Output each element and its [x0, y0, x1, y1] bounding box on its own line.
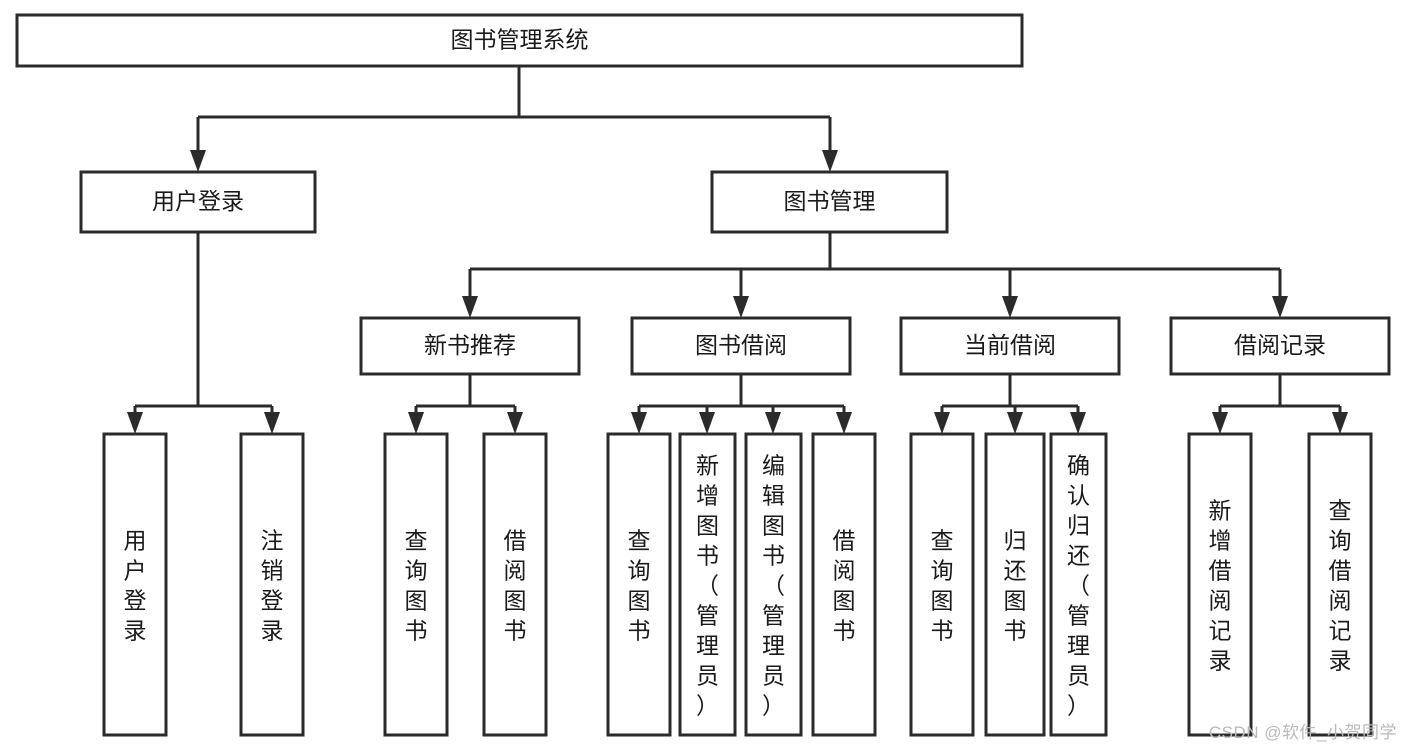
arrow-head-icon: [934, 412, 950, 434]
node-leaf-用户登录[interactable]: 用户登录: [102, 432, 168, 737]
node-label: 注销登录: [261, 528, 284, 644]
node-label: 归还图书: [1004, 528, 1027, 644]
node-box[interactable]: [899, 316, 1121, 376]
node-label: 图书管理系统: [451, 27, 589, 53]
node-label: 编辑图书（管理员）: [762, 453, 785, 719]
node-label: 查询图书: [628, 528, 651, 644]
node-box[interactable]: [79, 170, 317, 234]
arrow-head-icon: [462, 296, 478, 318]
node-label: 查询图书: [931, 528, 954, 644]
node-box[interactable]: [1169, 316, 1391, 376]
arrow-head-icon: [190, 150, 206, 172]
node-box[interactable]: [630, 316, 852, 376]
arrow-head-icon: [127, 412, 143, 434]
node-box[interactable]: [1049, 432, 1108, 737]
node-box[interactable]: [102, 432, 168, 737]
node-box[interactable]: [984, 432, 1046, 737]
node-l3-借阅记录[interactable]: 借阅记录: [1169, 316, 1391, 376]
node-box[interactable]: [383, 432, 449, 737]
node-label: 新增借阅记录: [1209, 498, 1232, 674]
node-box[interactable]: [678, 432, 737, 737]
arrow-head-icon: [836, 412, 852, 434]
node-box[interactable]: [359, 316, 581, 376]
arrow-head-icon: [408, 412, 424, 434]
node-box[interactable]: [482, 432, 548, 737]
node-leaf-注销登录[interactable]: 注销登录: [239, 432, 305, 737]
node-l2-用户登录[interactable]: 用户登录: [79, 170, 317, 234]
node-label: 借阅图书: [504, 528, 527, 644]
nodes-layer: 图书管理系统用户登录图书管理新书推荐图书借阅当前借阅借阅记录用户登录注销登录查询…: [15, 13, 1391, 737]
node-leaf-查询图书[interactable]: 查询图书: [383, 432, 449, 737]
node-l3-新书推荐[interactable]: 新书推荐: [359, 316, 581, 376]
arrow-head-icon: [765, 412, 781, 434]
arrow-head-icon: [1070, 412, 1086, 434]
node-label: 借阅图书: [833, 528, 856, 644]
node-label: 用户登录: [124, 528, 147, 644]
node-box[interactable]: [744, 432, 803, 737]
arrow-head-icon: [699, 412, 715, 434]
arrow-head-icon: [733, 296, 749, 318]
node-label: 用户登录: [152, 188, 244, 214]
node-leaf-查询图书[interactable]: 查询图书: [606, 432, 672, 737]
arrow-head-icon: [1007, 412, 1023, 434]
node-leaf-编辑图书管理员[interactable]: 编辑图书（管理员）: [744, 432, 803, 737]
node-leaf-新增图书管理员[interactable]: 新增图书（管理员）: [678, 432, 737, 737]
node-box[interactable]: [1187, 432, 1253, 737]
node-label: 借阅记录: [1234, 332, 1326, 358]
arrow-head-icon: [507, 412, 523, 434]
node-box[interactable]: [606, 432, 672, 737]
node-root-图书管理系统[interactable]: 图书管理系统: [15, 13, 1024, 68]
arrow-head-icon: [264, 412, 280, 434]
node-leaf-确认归还管理员[interactable]: 确认归还（管理员）: [1049, 432, 1108, 737]
arrow-head-icon: [1272, 296, 1288, 318]
node-label: 查询借阅记录: [1329, 498, 1352, 674]
node-box[interactable]: [1307, 432, 1373, 737]
node-l3-图书借阅[interactable]: 图书借阅: [630, 316, 852, 376]
node-leaf-借阅图书[interactable]: 借阅图书: [811, 432, 877, 737]
arrow-head-icon: [1002, 296, 1018, 318]
node-box[interactable]: [909, 432, 975, 737]
node-label: 新增图书（管理员）: [696, 453, 719, 719]
node-leaf-归还图书[interactable]: 归还图书: [984, 432, 1046, 737]
node-label: 当前借阅: [964, 332, 1056, 358]
node-label: 确认归还（管理员）: [1067, 453, 1090, 719]
node-label: 新书推荐: [424, 332, 516, 358]
node-box[interactable]: [239, 432, 305, 737]
arrow-head-icon: [1212, 412, 1228, 434]
node-label: 图书借阅: [695, 332, 787, 358]
node-label: 图书管理: [784, 188, 876, 214]
node-leaf-查询借阅记录[interactable]: 查询借阅记录: [1307, 432, 1373, 737]
arrow-head-icon: [822, 150, 838, 172]
arrow-head-icon: [1332, 412, 1348, 434]
node-box[interactable]: [15, 13, 1024, 68]
node-label: 查询图书: [405, 528, 428, 644]
node-leaf-查询图书[interactable]: 查询图书: [909, 432, 975, 737]
node-l3-当前借阅[interactable]: 当前借阅: [899, 316, 1121, 376]
node-box[interactable]: [811, 432, 877, 737]
node-leaf-借阅图书[interactable]: 借阅图书: [482, 432, 548, 737]
node-leaf-新增借阅记录[interactable]: 新增借阅记录: [1187, 432, 1253, 737]
node-box[interactable]: [710, 170, 949, 234]
arrow-head-icon: [631, 412, 647, 434]
connector-lines-layer: [127, 66, 1348, 434]
node-l2-图书管理[interactable]: 图书管理: [710, 170, 949, 234]
